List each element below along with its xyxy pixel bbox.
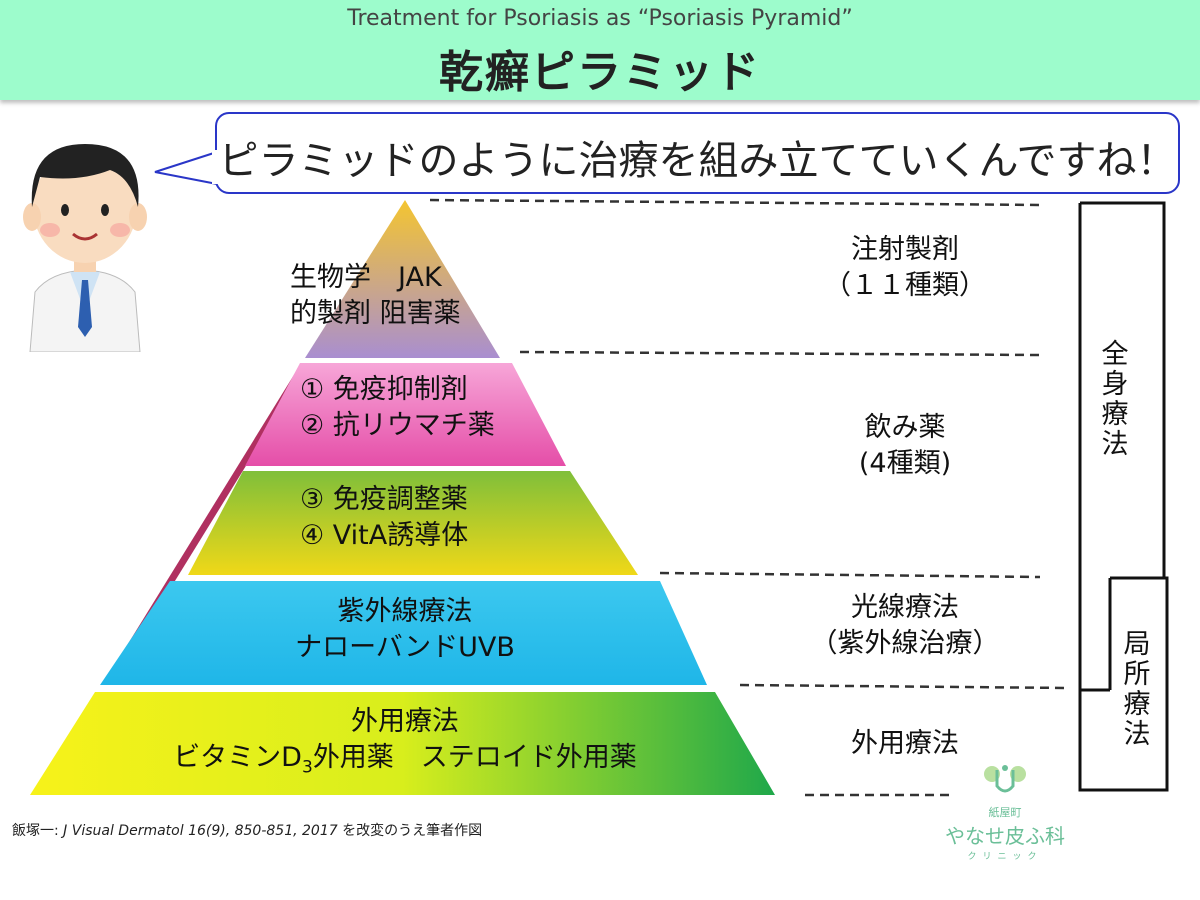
layer-biologics-text: 生物学 JAK 的製剤 阻害薬 xyxy=(290,260,530,332)
citation-journal: J Visual Dermatol 16(9), 850-851, 2017 xyxy=(63,823,338,839)
slide-subtitle: Treatment for Psoriasis as “Psoriasis Py… xyxy=(347,6,853,31)
speech-bubble: ピラミッドのように治療を組み立てていくんですね！ xyxy=(215,112,1180,194)
layer-oral-2-text: ③ 免疫調整薬 ④ VitA誘導体 xyxy=(300,482,560,554)
category-line: 飲み薬 xyxy=(864,412,946,443)
layer-line: ③ 免疫調整薬 xyxy=(300,484,468,515)
pyramid-layer-biologics xyxy=(305,200,500,358)
pyramid-edge-shadow xyxy=(118,365,305,662)
category-oral: 飲み薬 (4種類) xyxy=(790,410,1020,482)
dashed-dividers xyxy=(429,198,1071,797)
category-line: 注射製剤 xyxy=(851,234,959,265)
citation-author: 飯塚一: xyxy=(12,823,59,839)
layer-line: ナローバンドUVB xyxy=(295,632,515,663)
slide-title: 乾癬ピラミッド xyxy=(439,47,761,98)
category-line: (4種類) xyxy=(858,448,952,479)
category-topical: 外用療法 xyxy=(790,726,1020,762)
category-phototherapy: 光線療法 （紫外線治療） xyxy=(790,590,1020,662)
subscript: 3 xyxy=(301,757,313,778)
layer-line: 紫外線療法 xyxy=(337,596,473,627)
layer-topical-text: 外用療法 ビタミンD3外用薬 ステロイド外用薬 xyxy=(60,704,750,785)
local-therapy-label: 局所療法 xyxy=(1123,629,1151,750)
layer-line: ビタミンD3外用薬 ステロイド外用薬 xyxy=(60,740,750,785)
logo-bottom-text: クリニック xyxy=(967,852,1043,862)
layer-line: 外用療法 xyxy=(351,706,459,737)
speech-bubble-tail-icon xyxy=(154,151,218,185)
category-line: （１１種類） xyxy=(824,270,986,301)
category-line: （紫外線治療） xyxy=(810,628,1000,659)
slide-header: Treatment for Psoriasis as “Psoriasis Py… xyxy=(0,0,1200,100)
layer-line: 的製剤 阻害薬 xyxy=(290,298,461,329)
therapy-brackets xyxy=(1078,201,1169,792)
citation: 飯塚一: J Visual Dermatol 16(9), 850-851, 2… xyxy=(12,820,482,840)
category-line: 光線療法 xyxy=(851,592,959,623)
layer-line: ① 免疫抑制剤 xyxy=(300,374,468,405)
speech-bubble-text: ピラミッドのように治療を組み立てていくんですね！ xyxy=(218,138,1177,184)
clinic-logo-icon xyxy=(984,765,1026,793)
layer-line: 生物学 JAK xyxy=(290,262,442,293)
pyramid-layer-phototherapy xyxy=(100,581,707,685)
category-line: 外用療法 xyxy=(851,728,959,759)
topical-drugs-text: 外用薬 ステロイド外用薬 xyxy=(312,742,637,773)
systemic-therapy-label: 全身療法 xyxy=(1101,339,1129,460)
clinic-logo: 紙屋町 やなせ皮ふ科 クリニック xyxy=(945,760,1065,862)
layer-oral-1-text: ① 免疫抑制剤 ② 抗リウマチ薬 xyxy=(300,372,560,444)
pyramid-layer-topical xyxy=(30,692,775,795)
layer-line: ④ VitA誘導体 xyxy=(300,520,469,551)
category-injection: 注射製剤 （１１種類） xyxy=(790,232,1020,304)
citation-suffix: を改変のうえ筆者作図 xyxy=(342,823,483,839)
pyramid-layer-oral-1 xyxy=(245,363,566,466)
doctor-avatar-icon xyxy=(23,144,147,352)
pyramid-layer-oral-2 xyxy=(188,471,638,575)
vitamin-d-text: ビタミンD xyxy=(173,742,302,773)
layer-phototherapy-text: 紫外線療法 ナローバンドUVB xyxy=(200,594,610,666)
logo-top-text: 紙屋町 xyxy=(988,806,1022,819)
logo-name-text: やなせ皮ふ科 xyxy=(945,824,1065,848)
layer-line: ② 抗リウマチ薬 xyxy=(300,410,495,441)
